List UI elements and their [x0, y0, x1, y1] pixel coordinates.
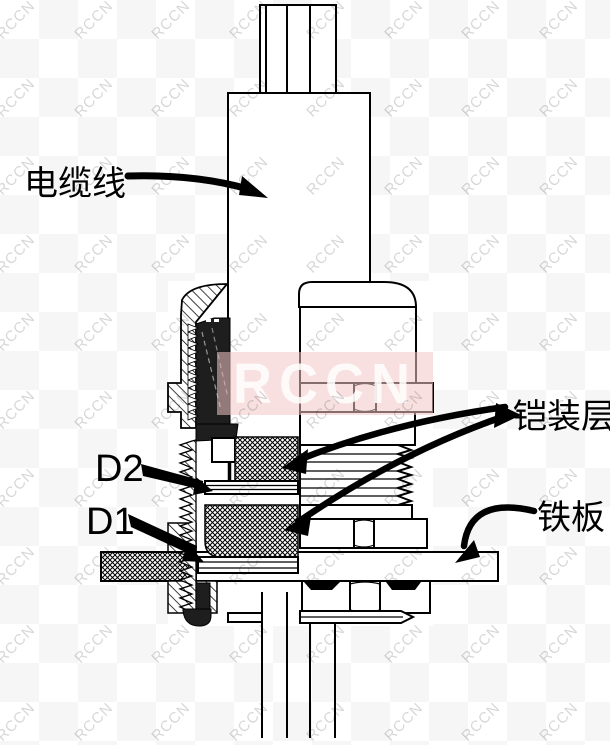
plate-label-text: 铁板	[537, 499, 605, 537]
armor-layer-upper	[234, 436, 299, 482]
hex-flange	[299, 382, 434, 413]
armor-arrowhead-lower	[284, 510, 312, 536]
label-d2: D2	[95, 448, 213, 495]
d1-arrow-shaft	[128, 514, 197, 557]
sheath-end	[211, 437, 236, 463]
d1-arrowhead	[182, 543, 204, 562]
gland-cap-section	[167, 283, 229, 429]
lock-nut	[299, 518, 428, 549]
washer-stack-upper	[204, 480, 299, 495]
plate-arrow-shaft	[460, 504, 538, 550]
mounting-plate-left-section	[100, 551, 197, 582]
d1-label-text: D1	[86, 501, 135, 543]
label-armor: 铠装层	[282, 398, 610, 536]
cable-core-top	[259, 4, 337, 94]
armor-label-text: 铠装层	[513, 398, 610, 436]
d2-label-text: D2	[95, 448, 144, 490]
armor-arrowhead-label	[494, 403, 521, 428]
gland-upper-body	[299, 306, 417, 384]
washer-stack-lower	[197, 556, 299, 574]
armor-arrowhead-upper	[282, 449, 308, 474]
cable-arrow-shaft	[124, 172, 252, 193]
armor-arrow-shaft-upper	[292, 403, 509, 465]
bottom-nut	[301, 580, 431, 614]
cable-label-text: 电缆线	[24, 165, 126, 203]
body-bottom-tip	[182, 608, 212, 627]
gland-dome-nut	[298, 281, 418, 308]
label-plate: 铁板	[455, 499, 605, 563]
armor-layer-lower	[204, 504, 299, 558]
spring-washer	[227, 610, 416, 624]
d2-arrow-shaft	[141, 464, 203, 490]
label-d1: D1	[86, 501, 204, 562]
plate-arrowhead	[455, 540, 480, 563]
external-thread	[299, 444, 415, 506]
internal-thread-teeth	[187, 323, 200, 421]
label-cable: 电缆线	[24, 165, 268, 203]
cable-arrowhead	[239, 176, 268, 198]
d2-arrowhead	[193, 477, 213, 495]
armor-arrow-shaft-lower	[294, 412, 509, 526]
